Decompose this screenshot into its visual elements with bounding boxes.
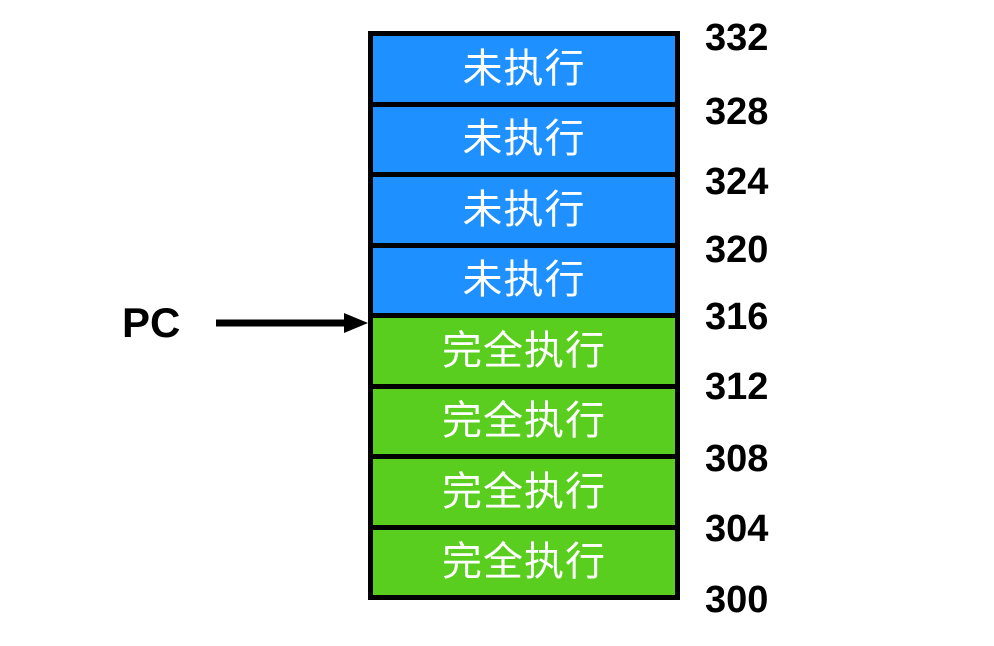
address-label: 304 (705, 508, 769, 550)
memory-cell[interactable]: 未执行 (373, 177, 675, 248)
address-label: 320 (705, 229, 769, 271)
address-label: 312 (705, 366, 769, 408)
address-label: 328 (705, 91, 769, 133)
memory-cell-label: 未执行 (462, 117, 586, 162)
arrow-right-icon (216, 313, 368, 333)
memory-cell-label: 完全执行 (442, 469, 606, 514)
memory-cell-label: 完全执行 (442, 399, 606, 444)
address-label: 324 (705, 161, 769, 203)
memory-cell-label: 完全执行 (442, 540, 606, 585)
address-label-column: 332 328 324 320 316 312 308 304 300 (705, 0, 865, 646)
memory-cell[interactable]: 完全执行 (373, 388, 675, 459)
memory-cell-label: 未执行 (462, 187, 586, 232)
memory-stack: 未执行 未执行 未执行 未执行 完全执行 完全执行 完全执行 完全执行 (368, 31, 680, 600)
memory-cell[interactable]: 未执行 (373, 247, 675, 318)
pc-label: PC (122, 299, 181, 346)
address-label: 332 (705, 17, 769, 59)
address-label: 300 (705, 579, 769, 621)
memory-cell[interactable]: 完全执行 (373, 529, 675, 595)
memory-cell-current[interactable]: 完全执行 (373, 318, 675, 389)
memory-cell-label: 未执行 (462, 258, 586, 303)
memory-cell[interactable]: 未执行 (373, 36, 675, 107)
memory-cell-label: 未执行 (462, 46, 586, 91)
address-label: 316 (705, 296, 769, 338)
address-label: 308 (705, 438, 769, 480)
memory-cell-label: 完全执行 (442, 328, 606, 373)
memory-cell[interactable]: 未执行 (373, 106, 675, 177)
pc-pointer: PC (118, 296, 374, 350)
memory-cell[interactable]: 完全执行 (373, 459, 675, 530)
